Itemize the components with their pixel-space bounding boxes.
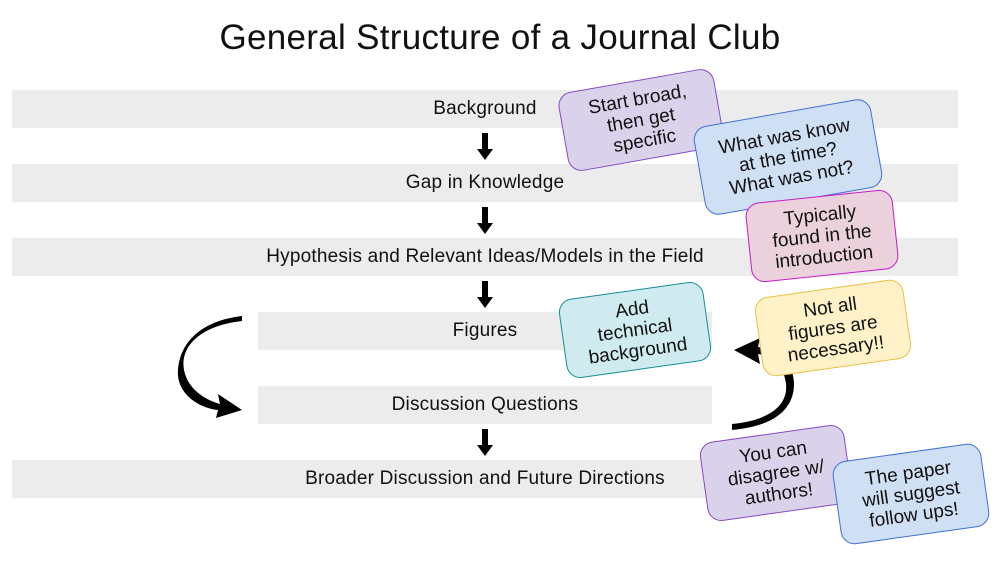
note-typically-found: Typically found in the introduction bbox=[744, 188, 900, 284]
note-not-all-figures: Not all figures are necessary!! bbox=[753, 277, 913, 379]
step-figures-label: Figures bbox=[452, 320, 518, 341]
step-broader-label: Broader Discussion and Future Directions bbox=[305, 468, 665, 489]
note-follow-ups: The paper will suggest follow ups! bbox=[830, 441, 992, 547]
diagram-title: General Structure of a Journal Club bbox=[219, 18, 781, 57]
step-discussion-label: Discussion Questions bbox=[391, 394, 579, 415]
step-hypothesis-label: Hypothesis and Relevant Ideas/Models in … bbox=[266, 246, 704, 267]
down-arrow-icon bbox=[477, 429, 493, 456]
down-arrow-icon bbox=[477, 133, 493, 160]
down-arrow-icon bbox=[477, 281, 493, 308]
down-arrow-icon bbox=[477, 207, 493, 234]
note-add-background: Add technical background bbox=[557, 280, 713, 380]
note-disagree: You can disagree w/ authors! bbox=[698, 423, 854, 523]
loop-arrow-left-icon bbox=[177, 316, 242, 418]
step-background-label: Background bbox=[433, 98, 537, 119]
step-discussion-questions: Discussion Questions bbox=[258, 386, 712, 424]
step-gap-label: Gap in Knowledge bbox=[405, 172, 565, 193]
